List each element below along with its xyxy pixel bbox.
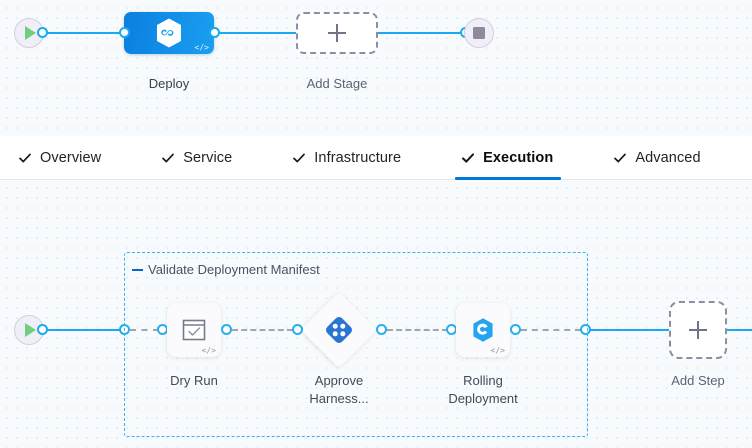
connector-addstage-to-end	[378, 32, 464, 34]
add-stage-button[interactable]	[296, 12, 378, 54]
checklist-window-icon	[182, 319, 206, 341]
step-group-validate-deployment-manifest[interactable]	[124, 252, 588, 437]
play-icon	[25, 323, 36, 337]
add-step-button[interactable]	[669, 301, 727, 359]
pipeline-end-node[interactable]	[464, 18, 494, 48]
tab-label: Service	[183, 149, 233, 166]
connector-rolling-to-groupexit	[521, 329, 581, 331]
connector-group-to-addstep	[589, 329, 671, 331]
check-icon	[613, 151, 627, 165]
tab-service[interactable]: Service	[155, 136, 254, 179]
deploy-input-port[interactable]	[119, 27, 130, 38]
step-group-title: Validate Deployment Manifest	[148, 262, 320, 277]
add-stage-label: Add Stage	[306, 76, 368, 91]
kubernetes-swirl-icon	[473, 318, 493, 342]
connector-approve-to-rolling	[387, 329, 448, 331]
rolling-code-badge[interactable]: </>	[490, 346, 505, 355]
harness-approval-icon	[326, 317, 352, 343]
check-icon	[292, 151, 306, 165]
connector-dryrun-to-approve	[232, 329, 293, 331]
connector-deploy-to-addstage	[218, 32, 298, 34]
dryrun-output-port[interactable]	[221, 324, 232, 335]
add-step-label: Add Step	[671, 373, 725, 388]
stage-tab-bar: Overview Service Infrastructure Executio…	[0, 136, 752, 180]
plus-icon	[689, 321, 707, 339]
check-icon	[461, 151, 475, 165]
step-group-header[interactable]: Validate Deployment Manifest	[132, 262, 320, 277]
tab-advanced[interactable]: Advanced	[607, 136, 722, 179]
collapse-dash-icon[interactable]	[132, 268, 143, 271]
harness-hexagon-icon	[157, 18, 181, 48]
step-label-rolling-line2: Deployment	[448, 391, 518, 406]
stage-label-deploy: Deploy	[148, 76, 190, 91]
stop-icon	[473, 27, 485, 39]
step-node-dry-run[interactable]: </>	[167, 303, 221, 357]
tab-label: Overview	[40, 149, 102, 166]
connector-start-to-deploy	[46, 32, 128, 34]
step-label-dry-run: Dry Run	[170, 373, 218, 388]
tab-label: Execution	[483, 149, 554, 166]
stage-node-deploy[interactable]: </>	[124, 12, 214, 54]
tab-label: Infrastructure	[314, 149, 402, 166]
step-label-approve-harness-line1: Approve	[314, 373, 364, 388]
check-icon	[161, 151, 175, 165]
connector-start-to-group	[46, 329, 124, 331]
step-node-rolling-deployment[interactable]: </>	[456, 303, 510, 357]
approve-output-port[interactable]	[376, 324, 387, 335]
execution-steps-canvas[interactable]: </> Dry Run Approve Harness...	[0, 180, 752, 448]
rolling-output-port[interactable]	[510, 324, 521, 335]
connector-addstep-trailing	[727, 329, 752, 331]
plus-icon	[328, 24, 346, 42]
stage-canvas[interactable]: </> Deploy Add Stage	[0, 0, 752, 136]
tab-label: Advanced	[635, 149, 701, 166]
play-icon	[25, 26, 36, 40]
stage-code-badge[interactable]: </>	[194, 43, 209, 52]
tab-overview[interactable]: Overview	[12, 136, 123, 179]
connector-group-to-dryrun	[130, 329, 159, 331]
dry-run-code-badge[interactable]: </>	[201, 346, 216, 355]
check-icon	[18, 151, 32, 165]
tab-infrastructure[interactable]: Infrastructure	[286, 136, 423, 179]
approve-icon-wrap	[312, 303, 366, 357]
tab-execution[interactable]: Execution	[455, 136, 575, 180]
step-label-rolling-line1: Rolling	[463, 373, 503, 388]
step-label-approve-harness-line2: Harness...	[309, 391, 369, 406]
